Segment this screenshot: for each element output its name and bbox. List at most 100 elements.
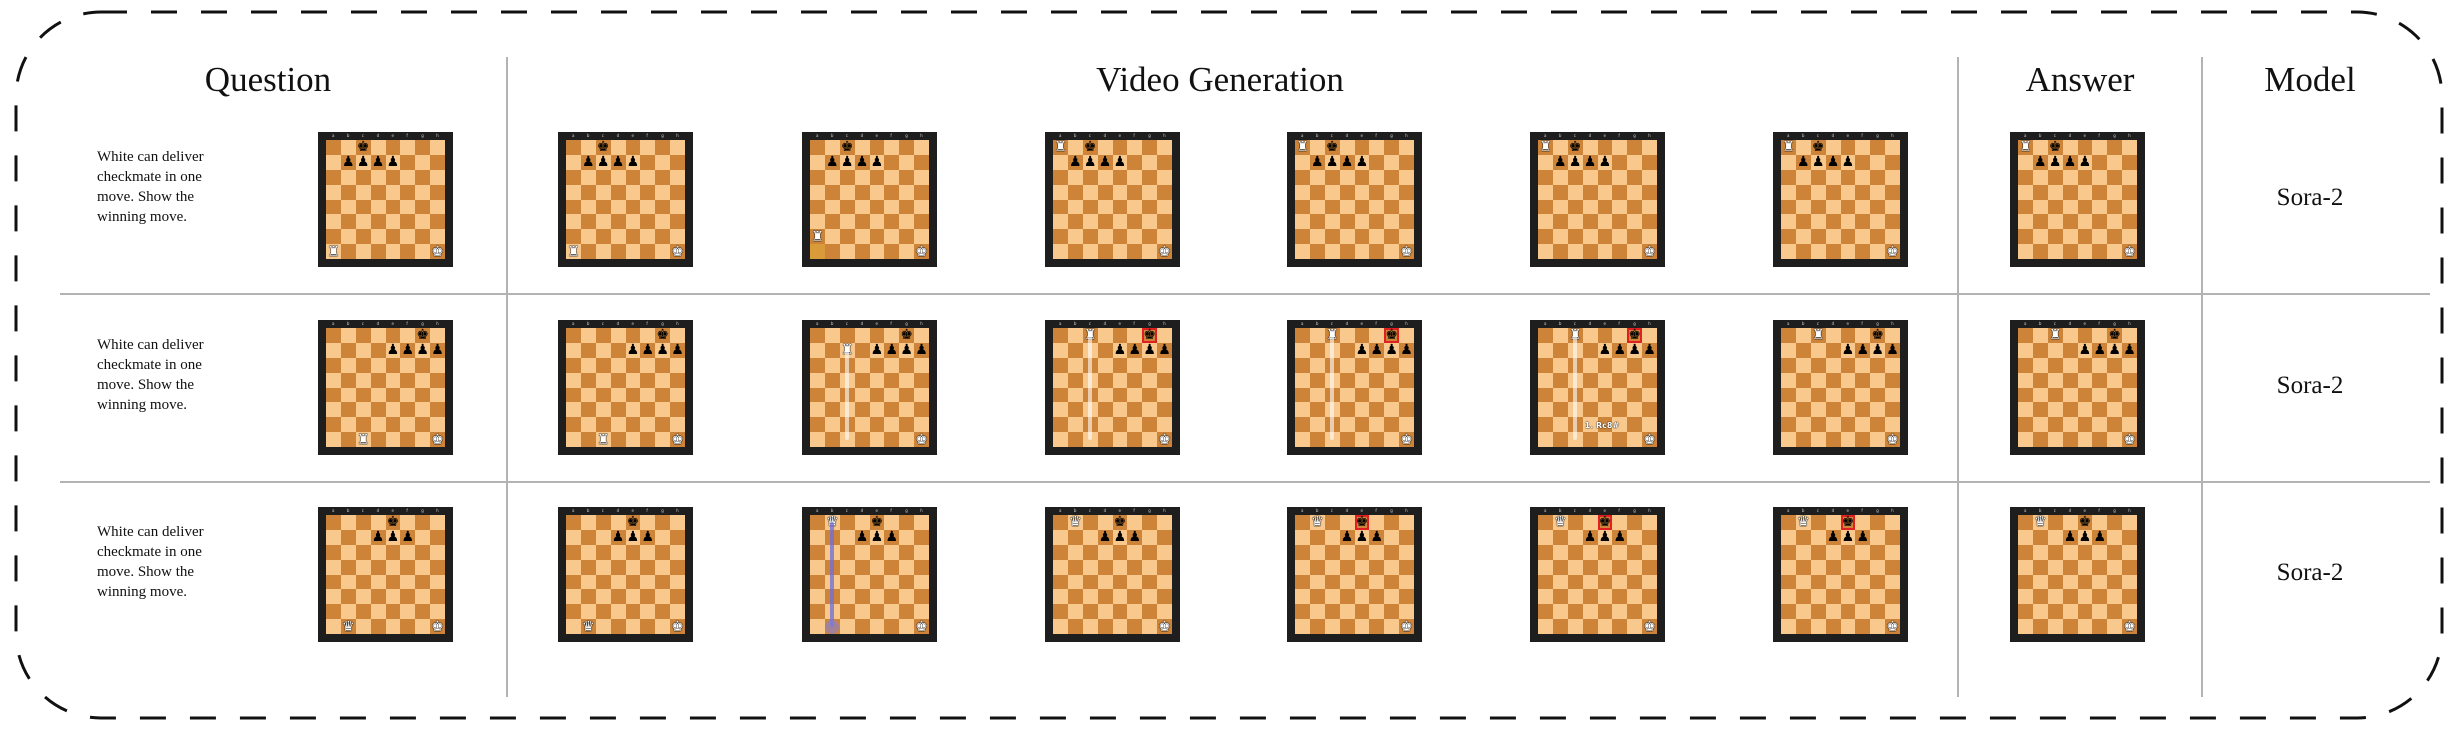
square-d3	[1825, 589, 1841, 605]
square-f4	[884, 387, 900, 403]
square-d7: ♟	[854, 529, 870, 545]
square-a3	[2018, 402, 2033, 418]
board-grid: ♚♟♟♟♟♜♚	[326, 140, 445, 259]
move-trail	[845, 350, 850, 440]
square-e4	[1840, 387, 1856, 403]
square-b8	[2032, 140, 2048, 155]
square-b1	[1552, 244, 1568, 259]
file-coordinate: e	[875, 508, 878, 513]
black-pawn-icon: ♟	[1340, 529, 1354, 546]
square-h6	[430, 544, 445, 560]
board-grid: ♛♚♟♟♟♚	[810, 515, 929, 634]
square-e3	[869, 214, 885, 230]
square-h2	[2122, 604, 2137, 620]
square-e8: ♚	[1112, 515, 1128, 530]
square-d5	[1339, 184, 1355, 200]
square-h6	[430, 169, 445, 185]
square-a2	[326, 417, 341, 433]
square-f6	[884, 357, 900, 373]
square-c6	[1082, 544, 1098, 560]
square-g3	[415, 589, 431, 605]
square-f4	[400, 199, 416, 215]
square-f4	[2092, 199, 2108, 215]
square-f4	[1127, 574, 1143, 590]
square-e8	[1597, 328, 1613, 343]
square-e5	[1354, 372, 1370, 388]
square-f1	[640, 619, 656, 634]
file-coordinate: c	[1573, 321, 1576, 326]
square-g4	[655, 387, 671, 403]
square-c3	[595, 589, 611, 605]
black-pawn-icon: ♟	[1568, 154, 1582, 171]
square-d6	[1582, 544, 1598, 560]
black-pawn-icon: ♟	[1841, 154, 1855, 171]
file-coordinate: e	[1603, 508, 1606, 513]
white-king-icon: ♚	[915, 243, 928, 260]
square-f4	[1612, 199, 1628, 215]
square-c7: ♟	[839, 154, 855, 170]
square-b6	[1067, 544, 1083, 560]
square-b8: ♛	[1067, 515, 1083, 530]
square-c7	[1324, 529, 1340, 545]
square-c2	[1810, 229, 1826, 245]
white-king-icon: ♚	[1643, 431, 1656, 448]
square-g1	[655, 432, 671, 447]
square-g1	[1627, 432, 1643, 447]
square-h4	[1885, 387, 1900, 403]
square-e7: ♟	[625, 154, 641, 170]
file-coordinate: b	[346, 321, 350, 326]
file-coordinate: f	[406, 133, 408, 138]
white-rook-icon: ♜	[811, 228, 824, 245]
square-d4	[1582, 574, 1598, 590]
square-e1	[1112, 432, 1128, 447]
square-f6	[2092, 357, 2108, 373]
square-b1	[1552, 432, 1568, 447]
square-a4	[2018, 574, 2033, 590]
square-b8	[1795, 328, 1811, 343]
square-f6	[400, 544, 416, 560]
square-d6	[370, 357, 386, 373]
square-h3	[2122, 214, 2137, 230]
square-g7: ♟	[1142, 342, 1158, 358]
square-h5	[1642, 184, 1657, 200]
square-a2	[810, 417, 825, 433]
square-b5	[1795, 559, 1811, 575]
square-g2	[1142, 604, 1158, 620]
square-a1	[1295, 619, 1310, 634]
square-e6	[385, 169, 401, 185]
square-h4	[1885, 574, 1900, 590]
square-a3	[326, 589, 341, 605]
square-g3	[899, 402, 915, 418]
square-c2	[2047, 417, 2063, 433]
square-g6	[655, 544, 671, 560]
black-king-icon: ♚	[2108, 327, 2121, 344]
square-b4	[1795, 574, 1811, 590]
file-coordinate: g	[1390, 321, 1393, 326]
file-coordinate: f	[1133, 508, 1135, 513]
move-notation-label: 1. Rc8#	[1584, 421, 1620, 431]
black-king-icon: ♚	[1598, 514, 1612, 531]
square-c6	[595, 169, 611, 185]
square-b5	[1309, 372, 1325, 388]
file-coordinate: e	[1360, 321, 1363, 326]
square-e2	[1112, 229, 1128, 245]
square-h8	[2122, 328, 2137, 343]
file-coordinate: f	[1618, 321, 1620, 326]
square-b6	[2032, 169, 2048, 185]
square-f1	[400, 244, 416, 259]
square-f4	[1369, 199, 1385, 215]
square-c4	[1082, 199, 1098, 215]
square-d1	[2062, 619, 2078, 634]
square-d2	[854, 229, 870, 245]
file-coordinate: c	[1088, 133, 1091, 138]
file-coordinate: g	[1390, 133, 1393, 138]
square-h4	[1399, 574, 1414, 590]
white-rook-icon: ♜	[596, 431, 610, 448]
square-f3	[640, 589, 656, 605]
file-coordinate: a	[1787, 508, 1790, 513]
square-d4	[1582, 199, 1598, 215]
move-trail	[1573, 335, 1578, 440]
square-a8: ♜	[1295, 140, 1310, 155]
black-pawn-icon: ♟	[596, 154, 610, 171]
